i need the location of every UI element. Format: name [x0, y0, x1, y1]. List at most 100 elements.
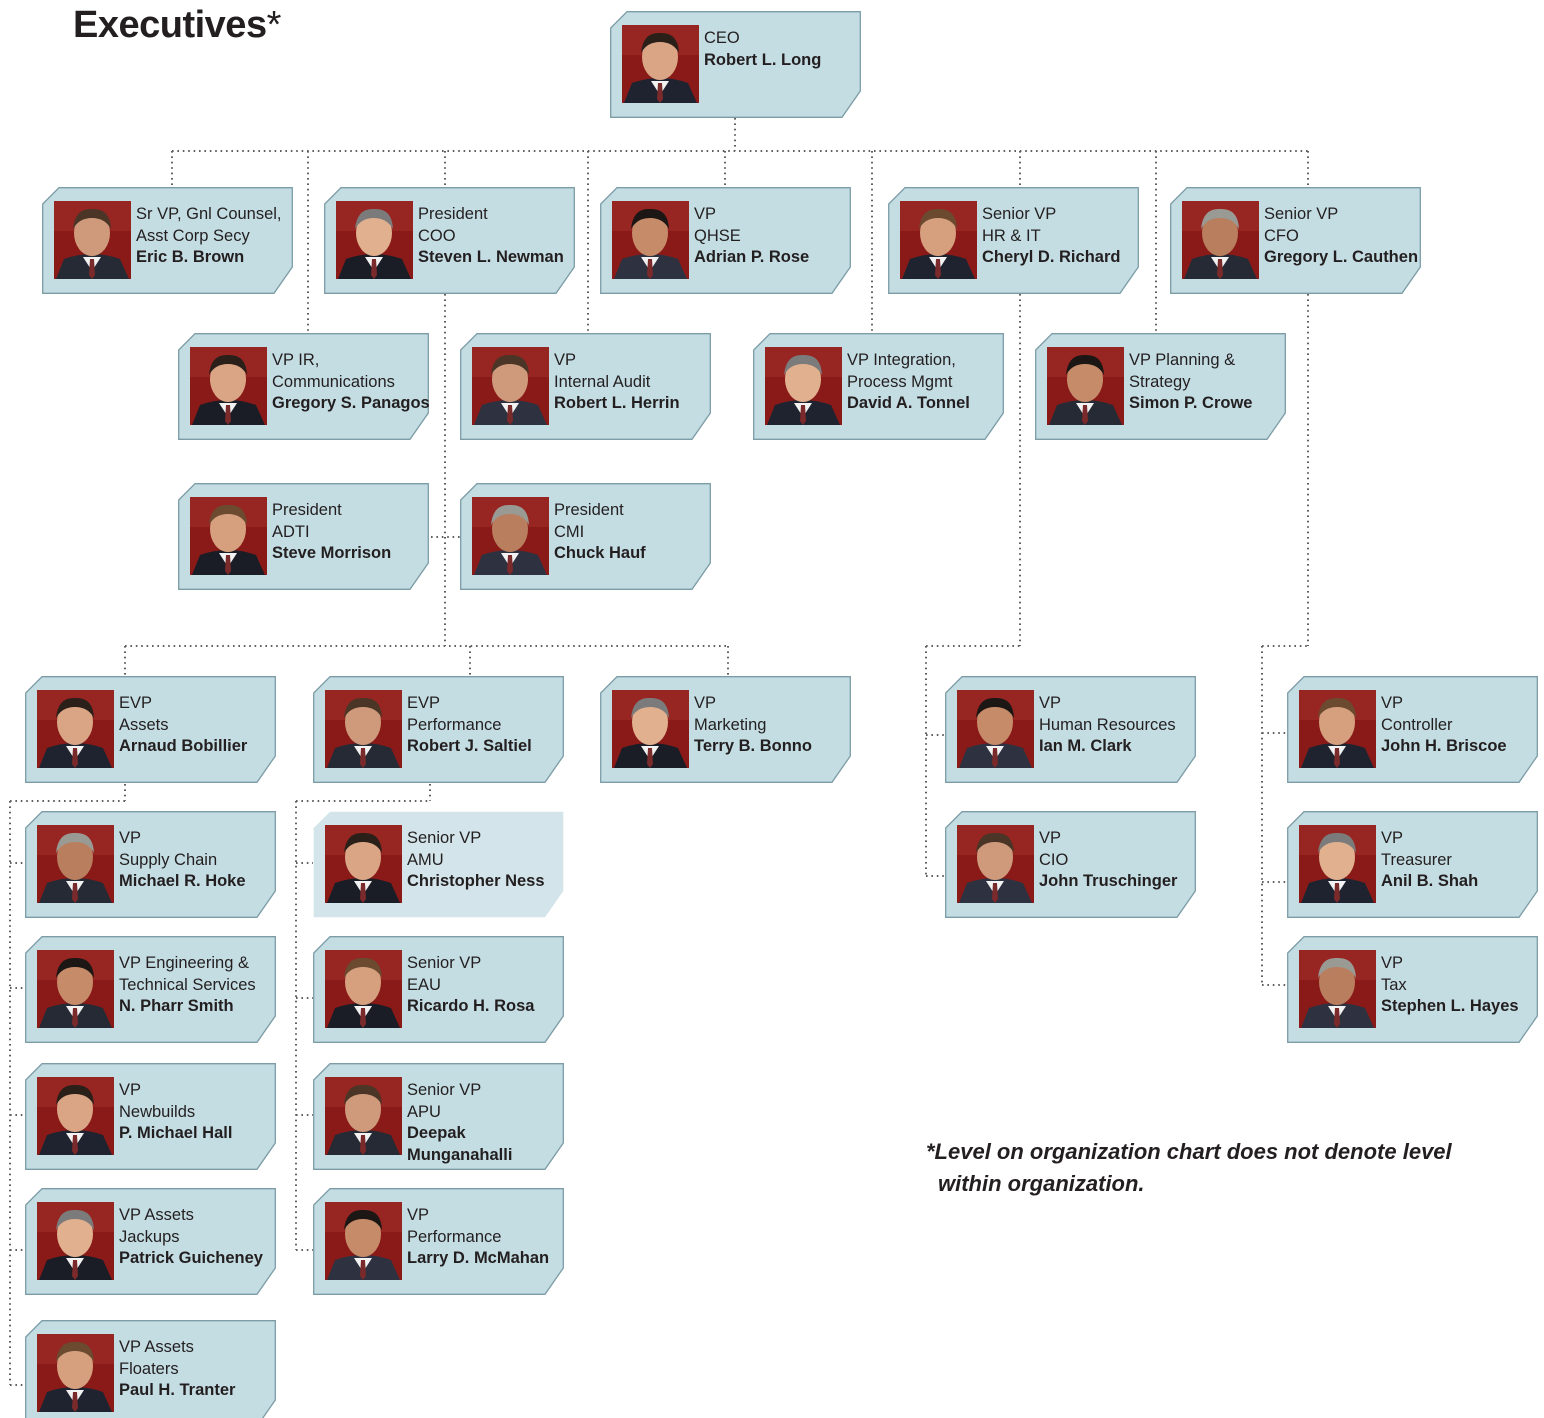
- exec-title-line: VP Planning &: [1129, 351, 1236, 369]
- exec-title-line: President: [272, 501, 342, 519]
- portrait-photo: [325, 1202, 402, 1280]
- exec-name: Steve Morrison: [272, 544, 392, 562]
- title-asterisk: *: [266, 4, 282, 46]
- page-title: Executives*: [73, 4, 281, 47]
- exec-title-line: Supply Chain: [119, 850, 218, 869]
- exec-name: David A. Tonnel: [847, 394, 970, 412]
- exec-name: Gregory S. Panagos: [272, 394, 430, 412]
- exec-name: Patrick Guicheney: [119, 1249, 263, 1267]
- exec-title-line: Treasurer: [1381, 850, 1452, 869]
- exec-title-line: Internal Audit: [554, 372, 651, 391]
- exec-name: Deepak Munganahalli: [407, 1124, 513, 1164]
- portrait-photo: [190, 347, 267, 425]
- exec-title-line: Senior VP: [407, 829, 482, 847]
- exec-info: VP Engineering & Technical Services N. Pha…: [119, 953, 277, 1018]
- exec-name: Chuck Hauf: [554, 544, 646, 562]
- exec-title-line: Communications: [272, 372, 395, 391]
- portrait-photo: [37, 1077, 114, 1155]
- title-text: Executives: [73, 4, 267, 46]
- footnote: *Level on organization chart does not de…: [926, 1136, 1526, 1200]
- exec-name: Adrian P. Rose: [694, 248, 810, 266]
- portrait-photo: [472, 497, 549, 575]
- exec-title-line: Senior VP: [407, 954, 482, 972]
- exec-title-line: ADTI: [272, 522, 310, 541]
- exec-title-line: EVP: [407, 694, 441, 712]
- portrait-photo: [612, 690, 689, 768]
- portrait-photo: [37, 1334, 114, 1412]
- exec-title-line: VP: [554, 351, 577, 369]
- portrait-photo: [325, 950, 402, 1028]
- exec-title-line: CIO: [1039, 850, 1069, 869]
- exec-title-line: Strategy: [1129, 372, 1191, 391]
- exec-title-line: VP IR,: [272, 351, 320, 369]
- exec-title-line: EAU: [407, 975, 441, 994]
- exec-name: Cheryl D. Richard: [982, 248, 1121, 266]
- exec-title-line: President: [554, 501, 624, 519]
- exec-title-line: Performance: [407, 1227, 502, 1246]
- exec-name: Anil B. Shah: [1381, 872, 1479, 890]
- exec-name: N. Pharr Smith: [119, 997, 234, 1015]
- exec-title-line: Performance: [407, 715, 502, 734]
- exec-title-line: Newbuilds: [119, 1102, 196, 1121]
- exec-card-smith: VP Engineering & Technical Services N. Pha…: [25, 936, 276, 1043]
- exec-title-line: Marketing: [694, 715, 767, 734]
- footnote-line: *Level on organization chart does not de…: [926, 1139, 1452, 1164]
- exec-title-line: COO: [418, 226, 456, 245]
- exec-title-line: VP: [1381, 694, 1404, 712]
- exec-info: Senior VP HR & IT Cheryl D. Richard: [982, 204, 1140, 269]
- portrait-photo: [612, 201, 689, 279]
- exec-title-line: Technical Services: [119, 975, 256, 994]
- exec-title-line: VP Engineering &: [119, 954, 249, 972]
- exec-title-line: VP: [119, 829, 142, 847]
- exec-title-line: Process Mgmt: [847, 372, 953, 391]
- exec-title-line: Floaters: [119, 1359, 179, 1378]
- exec-title-line: President: [418, 205, 488, 223]
- portrait-photo: [1047, 347, 1124, 425]
- portrait-photo: [1182, 201, 1259, 279]
- exec-name: Paul H. Tranter: [119, 1381, 236, 1399]
- exec-title-line: HR & IT: [982, 226, 1041, 245]
- exec-name: John Truschinger: [1039, 872, 1178, 890]
- exec-name: Simon P. Crowe: [1129, 394, 1253, 412]
- exec-name: Arnaud Bobillier: [119, 737, 248, 755]
- exec-title-line: VP Assets: [119, 1338, 194, 1356]
- portrait-photo: [1299, 825, 1376, 903]
- exec-name: P. Michael Hall: [119, 1124, 233, 1142]
- exec-title-line: Senior VP: [982, 205, 1057, 223]
- exec-title-line: Controller: [1381, 715, 1453, 734]
- exec-title-line: CMI: [554, 522, 585, 541]
- portrait-photo: [37, 950, 114, 1028]
